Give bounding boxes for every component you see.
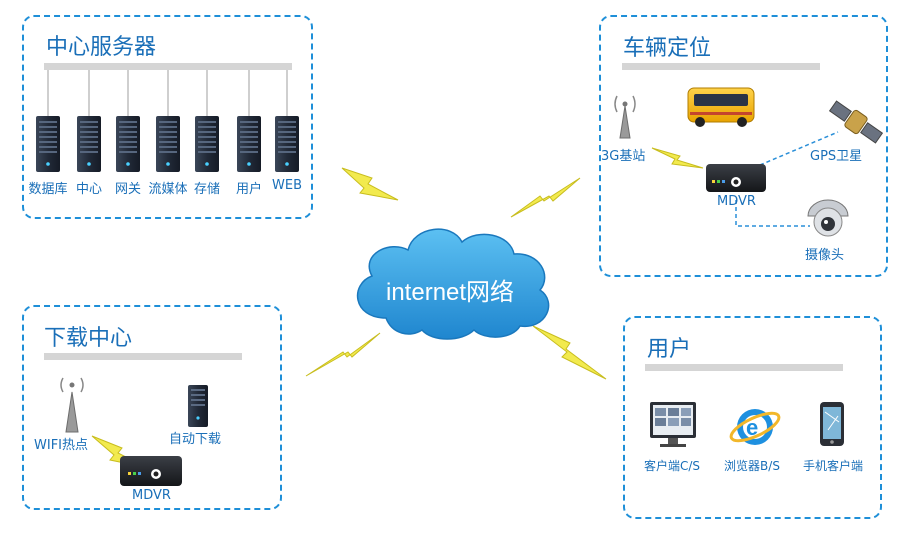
lightning-icon [341, 167, 399, 201]
vehicle-rail [622, 63, 820, 70]
internet-cloud-label: internet网络 [386, 279, 515, 306]
camera-label: 摄像头 [805, 248, 845, 263]
client-label: 客户端C/S [643, 459, 701, 473]
server-label: 数据库 [28, 182, 68, 197]
server-connector [206, 70, 208, 116]
gps-satellite-label: GPS卫星 [810, 149, 863, 164]
mdvr-device-icon [706, 164, 766, 192]
server-label: WEB [272, 178, 302, 193]
server-center-panel [22, 15, 313, 219]
lightning-icon [510, 177, 581, 218]
server-icon [237, 116, 261, 172]
camera-icon [807, 199, 849, 237]
lightning-icon [305, 332, 381, 377]
client-label: 手机客户端 [802, 459, 864, 473]
mdvr-label: MDVR [717, 194, 756, 209]
server-connector [286, 70, 288, 116]
server-icon [275, 116, 299, 172]
server-label: 网关 [114, 182, 142, 197]
server-connector [167, 70, 169, 116]
user-panel [623, 316, 882, 519]
server-rail [44, 63, 292, 70]
desktop-client-icon [650, 402, 696, 447]
panel-title: 车辆定位 [623, 36, 712, 61]
panel-title: 用户 [647, 337, 692, 362]
wifi-hotspot-icon [60, 377, 84, 433]
server-connector [47, 70, 49, 116]
base-station-label: 3G基站 [601, 149, 646, 164]
server-icon [36, 116, 60, 172]
server-icon [188, 385, 208, 427]
user-rail [645, 364, 843, 371]
panel-title: 中心服务器 [46, 35, 157, 60]
wifi-hotspot-label: WIFI热点 [34, 438, 88, 453]
server-label: 存储 [193, 182, 221, 197]
download-rail [44, 353, 242, 360]
bus-icon [687, 87, 755, 127]
server-label: 流媒体 [148, 182, 188, 197]
auto-download-label: 自动下载 [169, 432, 222, 447]
base-station-icon [614, 95, 636, 139]
server-icon [116, 116, 140, 172]
download-center-panel [22, 305, 282, 510]
server-icon [195, 116, 219, 172]
mobile-client-icon [820, 402, 844, 446]
server-label: 中心 [75, 182, 103, 197]
client-label: 浏览器B/S [724, 459, 780, 473]
mdvr-label: MDVR [132, 488, 171, 503]
internet-cloud-icon [356, 228, 550, 340]
server-connector [248, 70, 250, 116]
server-connector [88, 70, 90, 116]
server-icon [77, 116, 101, 172]
vehicle-location-panel [599, 15, 888, 277]
lightning-icon [532, 325, 607, 380]
browser-icon: e [729, 409, 781, 445]
server-connector [127, 70, 129, 116]
panel-title: 下载中心 [44, 326, 133, 351]
server-label: 用户 [235, 182, 263, 197]
mdvr-device-icon [120, 456, 182, 486]
server-icon [156, 116, 180, 172]
lightning-icon [651, 147, 704, 169]
satellite-icon [828, 100, 884, 144]
